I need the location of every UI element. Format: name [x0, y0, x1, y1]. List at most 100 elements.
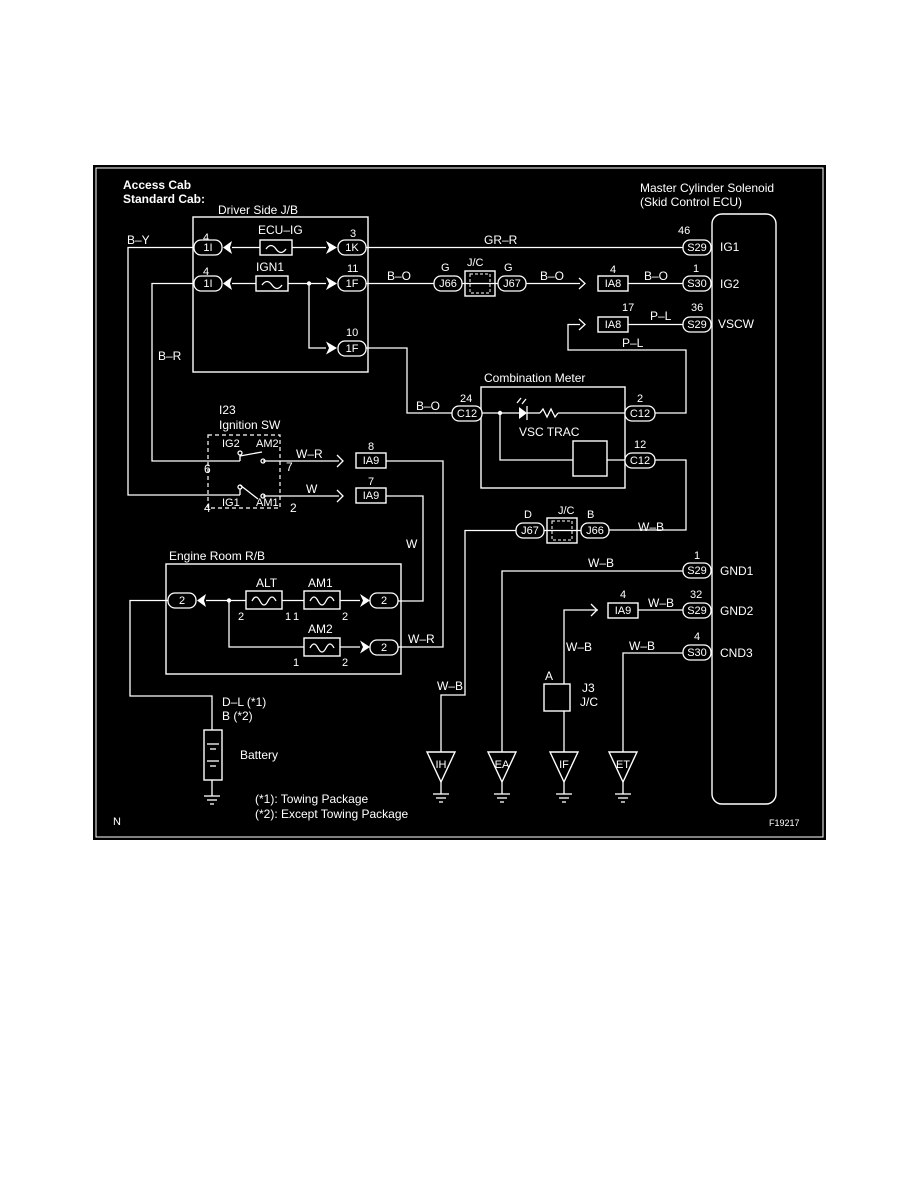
corner-left-label: N — [113, 816, 121, 828]
battery-label: Battery — [240, 748, 278, 762]
ecu-ig2-label: IG2 — [720, 277, 740, 291]
meter-right-top-num: 2 — [637, 393, 643, 405]
ignition-ig2: IG2 — [222, 438, 240, 450]
jb-arrow-right-top — [326, 241, 337, 254]
jc-mid-right-conn — [580, 522, 610, 539]
ground-ea-icon — [486, 751, 518, 784]
meter-left-num: 24 — [460, 393, 472, 405]
ignition-am2: AM2 — [256, 438, 279, 450]
header-access-cab: Access Cab — [123, 178, 191, 192]
ground-et-icon — [607, 751, 639, 784]
wire-b-r: B–R — [158, 349, 182, 363]
ecu-gnd3-conn-label: S30 — [687, 647, 707, 659]
wire-d-l: D–L (*1) — [222, 695, 266, 709]
wire-b-o-3: B–O — [644, 269, 668, 283]
ia9-mid-num: 7 — [368, 476, 374, 488]
meter-indicator: VSC TRAC — [519, 425, 580, 439]
jb-left-top-label: 1I — [203, 242, 212, 254]
ia9-mid-label: IA9 — [363, 490, 380, 502]
wire-w-b-6: W–B — [437, 679, 463, 693]
wire-b-2: B (*2) — [222, 709, 253, 723]
wire-w-2: W — [406, 537, 418, 551]
j3-letter: A — [545, 669, 553, 683]
battery-icon — [203, 729, 223, 781]
ignition-am1: AM1 — [256, 497, 279, 509]
ecu-ig1-conn-label: S29 — [687, 242, 707, 254]
ia9-gnd-num: 4 — [620, 589, 626, 601]
j3-label: J/C — [580, 695, 598, 709]
ignition-contact-bottom — [239, 484, 259, 500]
engine-rb-n-alt-right: 1 — [285, 611, 291, 623]
wire-b-o-1: B–O — [387, 269, 411, 283]
ecu-ig2-conn — [682, 275, 712, 292]
engine-rb-arrow-right-bottom — [360, 640, 370, 654]
engine-rb-title: Engine Room R/B — [169, 549, 265, 563]
jb-right-top-label: 1K — [345, 242, 359, 254]
ignition-pin2: 2 — [290, 501, 297, 515]
ground-ea-label: EA — [495, 759, 510, 771]
wire-gr-r: GR–R — [484, 233, 518, 247]
jb-left-bottom-num: 4 — [203, 266, 209, 278]
ignition-pin6: 6 — [204, 462, 211, 476]
ecu-gnd3-num: 4 — [694, 631, 700, 643]
ecu-ig1-conn — [682, 239, 712, 256]
meter-right-bottom-label: C12 — [630, 455, 650, 467]
engine-rb-n-am1-left: 1 — [293, 611, 299, 623]
ignition-contact-top — [239, 451, 263, 457]
ecu-ig2-conn-label: S30 — [687, 278, 707, 290]
jb-arrow-right-bottom — [326, 341, 337, 355]
engine-rb-n-alt-left: 2 — [238, 611, 244, 623]
wire-b-y: B–Y — [127, 233, 150, 247]
ia8-top-num: 4 — [610, 264, 616, 276]
ground-if-label: IF — [559, 759, 569, 771]
jc-top-right-letter: G — [504, 262, 513, 274]
fuse-ign1-icon — [261, 280, 283, 290]
wire-b-o-meter: B–O — [416, 399, 440, 413]
engine-rb-arrow-left — [197, 594, 206, 607]
ecu-ig1-label: IG1 — [720, 240, 740, 254]
ignition-ig1: IG1 — [222, 497, 240, 509]
header-standard-cab: Standard Cab: — [123, 192, 205, 206]
meter-module — [572, 440, 608, 477]
wire-w-r-1: W–R — [296, 447, 323, 461]
ground-if-icon — [548, 751, 580, 784]
meter-right-bottom-num: 12 — [634, 439, 646, 451]
ecu-ig1-num: 46 — [678, 225, 690, 237]
ia9-top-label: IA9 — [363, 455, 380, 467]
meter-left-label: C12 — [457, 408, 477, 420]
ecu-ig2-num: 1 — [693, 263, 699, 275]
ignition-id: I23 — [219, 403, 236, 417]
engine-rb-right-bottom-label: 2 — [381, 642, 387, 654]
engine-rb-right-bottom-conn — [369, 639, 399, 656]
engine-rb-am1: AM1 — [308, 576, 333, 590]
j3-box — [543, 683, 571, 712]
engine-rb-alt: ALT — [256, 576, 278, 590]
fuse-ecu-ig-label: ECU–IG — [258, 223, 303, 237]
engine-rb-am2: AM2 — [308, 622, 333, 636]
engine-rb-right-top-label: 2 — [381, 595, 387, 607]
jb-right-top-num: 3 — [350, 228, 356, 240]
ignition-pin7: 7 — [286, 460, 293, 474]
jc-mid-left-letter: D — [524, 509, 532, 521]
jc-top-left-label: J66 — [439, 278, 457, 290]
ia8-top-label: IA8 — [605, 278, 622, 290]
ecu-gnd1-conn-label: S29 — [687, 565, 707, 577]
ignition-sw-box — [207, 434, 281, 509]
ground-ih-label: IH — [436, 759, 447, 771]
meter-box — [480, 386, 626, 489]
jc-top-right-label: J67 — [503, 278, 521, 290]
meter-right-top-conn — [624, 405, 656, 422]
wire-w-b-4: W–B — [566, 640, 592, 654]
meter-title: Combination Meter — [484, 371, 585, 385]
ground-ih-icon — [425, 751, 457, 784]
jc-mid-label: J/C — [558, 505, 575, 517]
jb-right-bottom-num: 10 — [346, 327, 358, 339]
wire-w-1: W — [306, 482, 318, 496]
note-except-towing: (*2): Except Towing Package — [255, 807, 409, 821]
ecu-body — [711, 213, 777, 805]
jc-mid-left-label: J67 — [521, 525, 539, 537]
engine-rb-n-am1-right: 2 — [342, 611, 348, 623]
wire-w-b-1: W–B — [638, 520, 664, 534]
ecu-gnd1-conn — [682, 562, 712, 579]
